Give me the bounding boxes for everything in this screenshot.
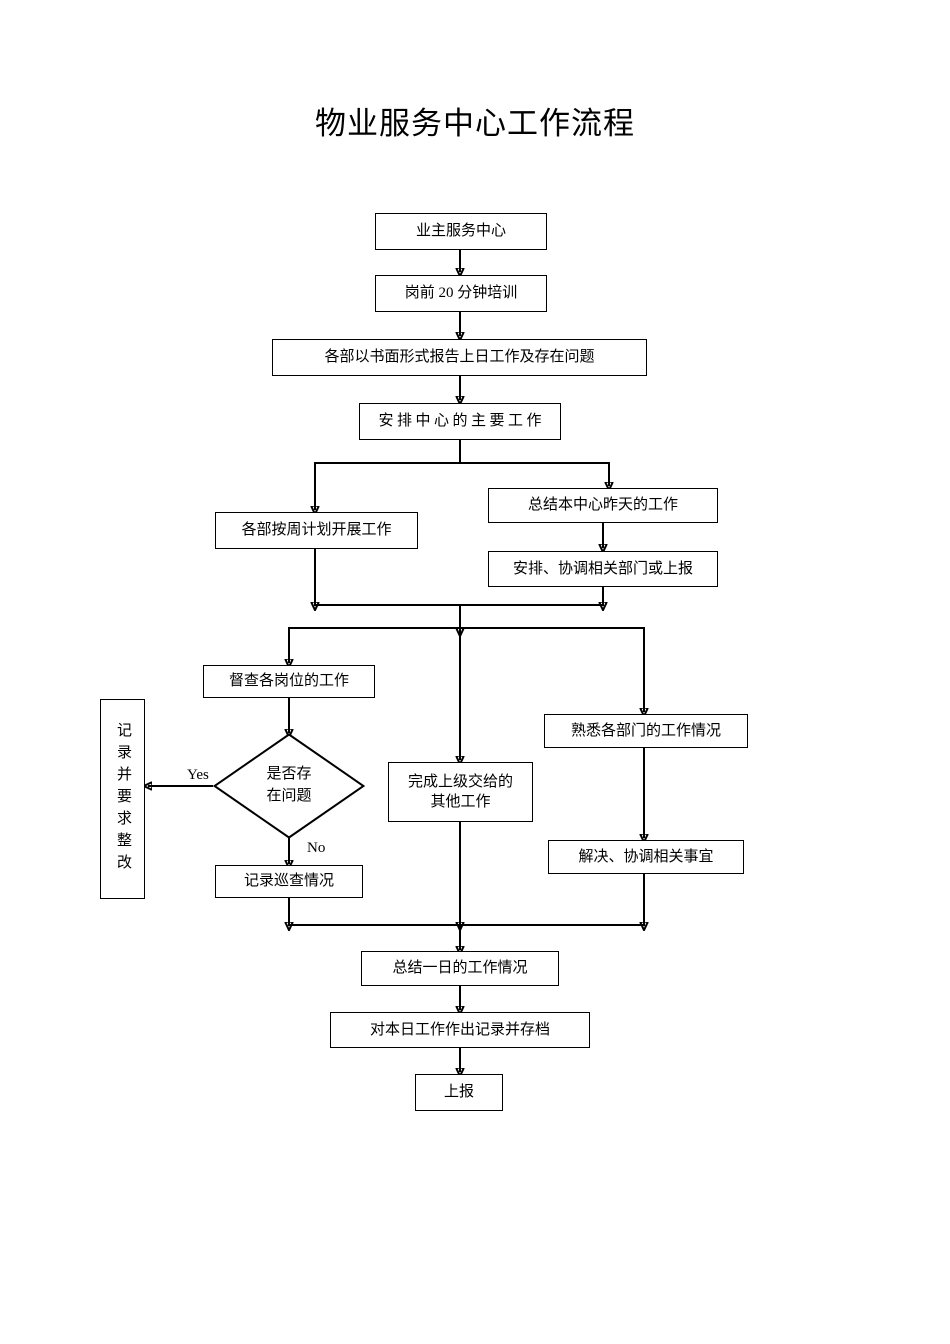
- edge-label-no: No: [307, 840, 326, 856]
- node-resolve-coordinate-matters[interactable]: 解决、协调相关事宜: [548, 840, 744, 874]
- node-written-report[interactable]: 各部以书面形式报告上日工作及存在问题: [272, 339, 647, 376]
- node-record-and-require-rectification[interactable]: 记录并要求整改: [100, 699, 145, 899]
- node-record-and-archive[interactable]: 对本日工作作出记录并存档: [330, 1012, 590, 1048]
- node-decision-has-problem-label: 是否存 在问题: [266, 766, 312, 804]
- node-pre-shift-training[interactable]: 岗前 20 分钟培训: [375, 275, 547, 312]
- node-summarize-yesterday[interactable]: 总结本中心昨天的工作: [488, 488, 718, 523]
- node-coordinate-departments[interactable]: 安排、协调相关部门或上报: [488, 551, 718, 587]
- node-decision-has-problem[interactable]: 是否存 在问题: [213, 733, 365, 839]
- node-summarize-day[interactable]: 总结一日的工作情况: [361, 951, 559, 986]
- node-owner-service-center[interactable]: 业主服务中心: [375, 213, 547, 250]
- node-familiar-department-status[interactable]: 熟悉各部门的工作情况: [544, 714, 748, 748]
- diamond-shape: [213, 733, 365, 839]
- node-other-assigned-work[interactable]: 完成上级交给的 其他工作: [388, 762, 533, 822]
- node-weekly-plan-work[interactable]: 各部按周计划开展工作: [215, 512, 418, 549]
- node-record-patrol[interactable]: 记录巡查情况: [215, 865, 363, 898]
- page-title: 物业服务中心工作流程: [315, 106, 635, 141]
- node-record-and-require-rectification-label: 记录并要求整改: [115, 722, 131, 876]
- edge-label-yes: Yes: [187, 767, 209, 783]
- node-supervise-posts[interactable]: 督查各岗位的工作: [203, 665, 375, 698]
- node-report-upward[interactable]: 上报: [415, 1074, 503, 1111]
- node-arrange-main-work[interactable]: 安排中心的主要工作: [359, 403, 561, 440]
